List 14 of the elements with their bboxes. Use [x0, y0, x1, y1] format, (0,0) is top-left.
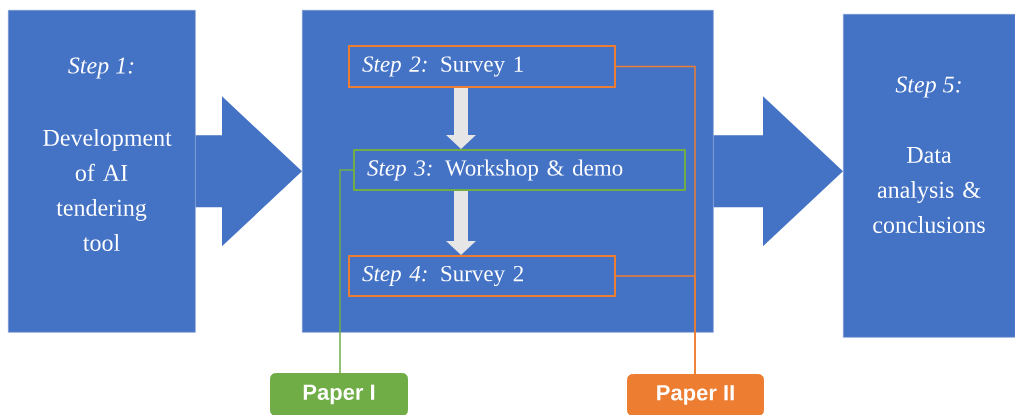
step-box: Step 3: Workshop & demo — [353, 149, 686, 191]
down-arrow — [446, 191, 476, 255]
step-box: Step 4: Survey 2 — [348, 255, 616, 297]
connector-line — [339, 169, 354, 374]
paper-tag: Paper II — [627, 374, 764, 415]
step-box: Step 2: Survey 1 — [348, 45, 616, 88]
block-arrow — [713, 96, 843, 247]
down-arrow — [446, 88, 476, 149]
paper-tag: Paper I — [270, 373, 408, 415]
process-box: Step 1: Development of AI tendering tool — [8, 10, 196, 333]
process-box: Step 5: Data analysis & conclusions — [843, 14, 1015, 338]
connector-line — [615, 275, 696, 375]
block-arrow — [195, 96, 302, 247]
group-box — [302, 10, 714, 333]
